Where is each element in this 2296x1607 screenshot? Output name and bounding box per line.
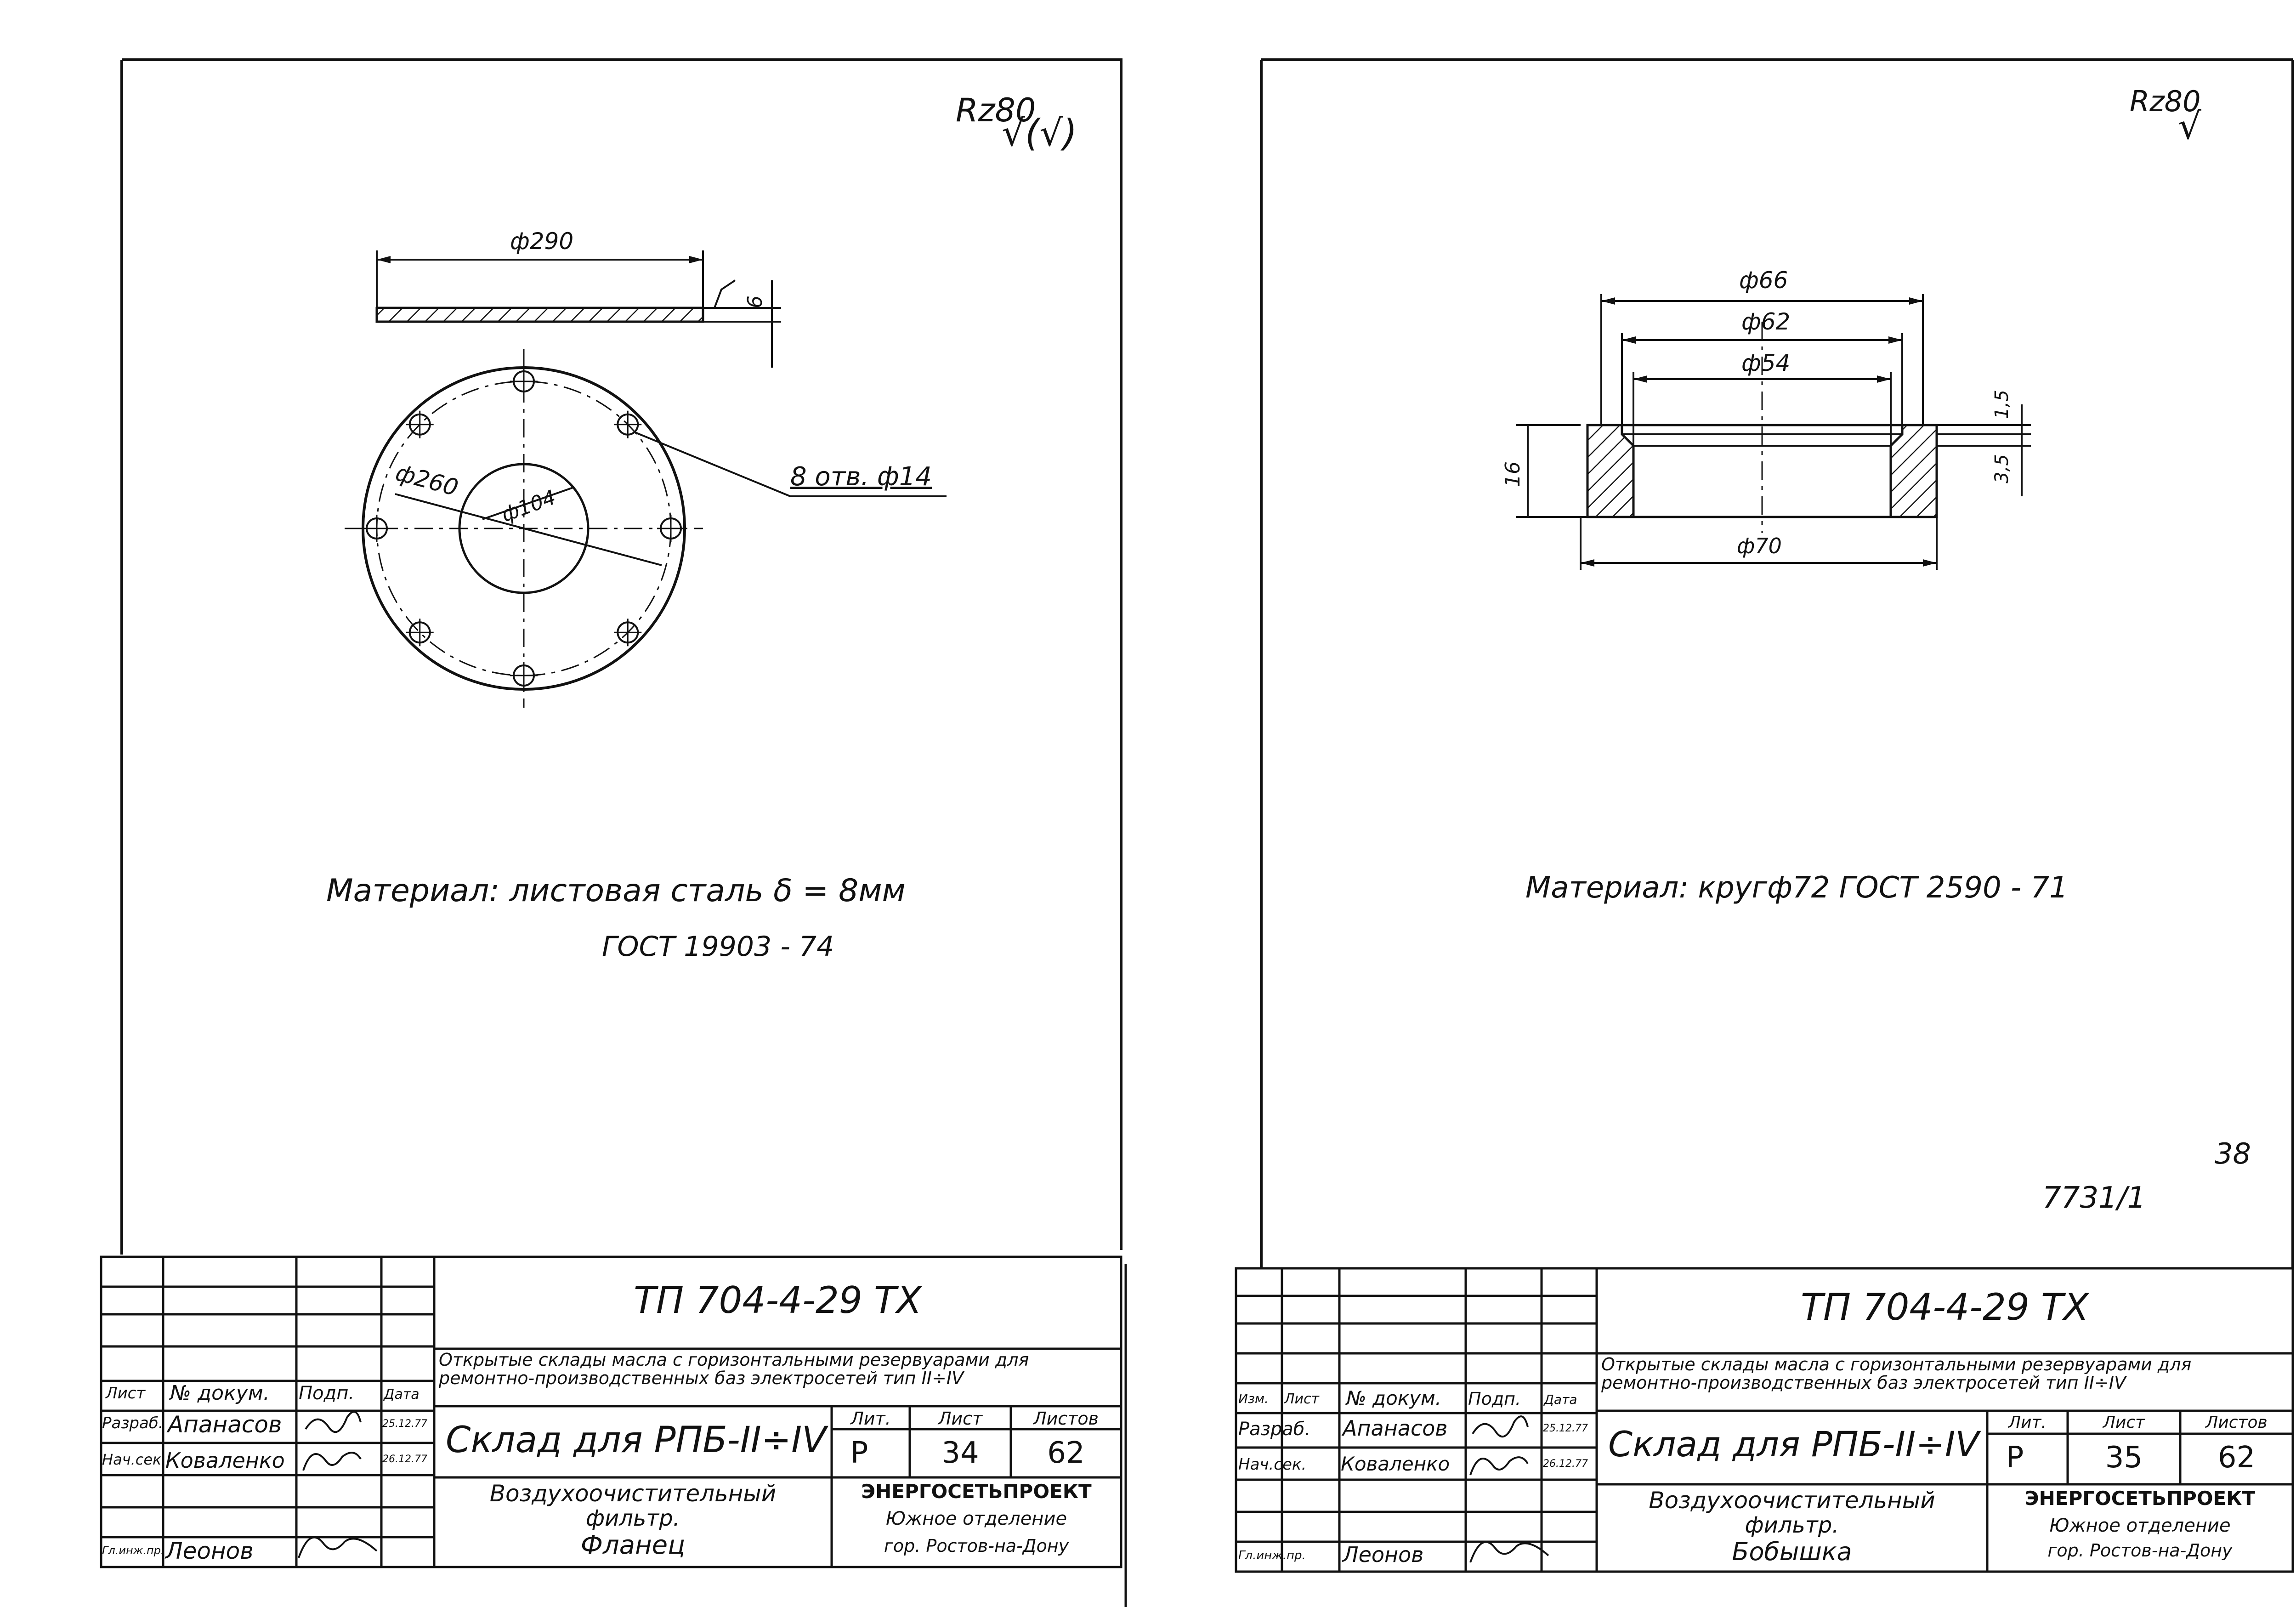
dim-height-16: 16 [1501, 461, 1525, 487]
hdr-sign: Подп. [299, 1383, 355, 1404]
lists-value: 62 [2217, 1441, 2256, 1475]
roughness-label: Rz80 [956, 91, 1036, 129]
role-chief-engineer: Гл.инж.пр. [1238, 1549, 1306, 1562]
lists-label: Листов [1033, 1408, 1099, 1429]
roughness-mark: √(√) [1002, 112, 1077, 154]
document-code: ТП 704-4-29 ТХ [634, 1279, 922, 1322]
dim-thickness: 6 [743, 295, 767, 308]
list-label: Лист [938, 1408, 983, 1429]
drawing-sheet-flange: Rz80 √(√) ф290 6 ф260 ф104 8 отв. ф14 Ма… [100, 58, 1127, 1607]
org-name: ЭНЕРГОСЕТЬПРОЕКТ [2024, 1487, 2256, 1510]
name-section-head: Коваленко [165, 1448, 285, 1473]
hdr-doc: № докум. [170, 1381, 270, 1405]
part-name-line-1: Воздухоочистительный [489, 1480, 777, 1507]
project-title: Открытые склады масла с горизонтальными … [439, 1350, 1029, 1388]
date-section-head: 26.12.77 [382, 1454, 427, 1465]
list-value: 34 [941, 1436, 979, 1470]
role-section-head: Нач.сек. [1238, 1455, 1307, 1474]
flange-drawing [100, 58, 1127, 1607]
hdr-date: Дата [1544, 1392, 1577, 1407]
signature-kovalenko [302, 1452, 362, 1471]
part-name-line-3: Бобышка [1732, 1537, 1852, 1566]
dim-diameter-62: ф62 [1741, 308, 1791, 335]
dim-diameter-70: ф70 [1737, 534, 1782, 558]
signature-apanasov [1472, 1415, 1529, 1438]
date-section-head: 26.12.77 [1543, 1458, 1588, 1470]
roughness-mark: √ [2178, 105, 2201, 148]
name-section-head: Коваленко [1341, 1453, 1450, 1475]
role-section-head: Нач.сек. [102, 1451, 166, 1468]
name-developer: Апанасов [168, 1411, 282, 1438]
dim-diameter-66: ф66 [1739, 267, 1788, 294]
signature-leonov [1469, 1541, 1549, 1563]
hdr-date: Дата [384, 1386, 420, 1403]
roughness-label: Rz80 [2130, 85, 2201, 118]
dim-outer-diameter: ф290 [510, 228, 574, 255]
material-note: Материал: кругф72 ГОСТ 2590 - 71 [1525, 871, 2068, 905]
date-developer: 25.12.77 [1543, 1423, 1588, 1434]
org-city: гор. Ростов-на-Дону [2047, 1540, 2233, 1561]
role-developer: Разраб. [1238, 1419, 1311, 1440]
document-code: ТП 704-4-29 ТХ [1801, 1286, 2089, 1329]
lists-value: 62 [1047, 1436, 1085, 1470]
lit-value: Р [2006, 1441, 2024, 1475]
signature-leonov [298, 1536, 378, 1558]
holes-note: 8 отв. ф14 [790, 462, 932, 492]
list-label: Лист [2103, 1413, 2145, 1432]
object-name: Склад для РПБ-II÷IV [446, 1420, 827, 1461]
page-number: 38 [2215, 1137, 2251, 1170]
org-city: гор. Ростов-на-Дону [884, 1536, 1069, 1556]
org-branch: Южное отделение [885, 1508, 1067, 1529]
signature-kovalenko [1469, 1456, 1529, 1476]
date-developer: 25.12.77 [382, 1418, 427, 1430]
lit-label: Лит. [2008, 1413, 2047, 1432]
object-name: Склад для РПБ-II÷IV [1608, 1424, 1979, 1465]
name-chief-engineer: Леонов [1343, 1542, 1424, 1567]
inventory-number: 7731/1 [2042, 1181, 2146, 1215]
material-line-1: Материал: листовая сталь δ = 8мм [326, 873, 906, 909]
lit-value: Р [850, 1436, 868, 1470]
part-name-line-2: фильтр. [586, 1505, 680, 1531]
dim-height-3-5: 3,5 [1991, 454, 2013, 483]
org-branch: Южное отделение [2049, 1515, 2231, 1536]
name-developer: Апанасов [1343, 1416, 1448, 1441]
hdr-sheet: Лист [1284, 1391, 1320, 1407]
role-chief-engineer: Гл.инж.пр. [102, 1544, 164, 1557]
name-chief-engineer: Леонов [165, 1538, 254, 1564]
lists-label: Листов [2205, 1413, 2268, 1432]
role-developer: Разраб. [102, 1414, 164, 1432]
signature-apanasov [305, 1411, 362, 1433]
hdr-change: Изм. [1238, 1391, 1269, 1406]
project-title: Открытые склады масла с горизонтальными … [1601, 1354, 2192, 1393]
drawing-sheet-boss: Rz80 √ ф66 ф62 ф54 ф70 16 1,5 3,5 Матери… [1149, 0, 2296, 1607]
list-value: 35 [2105, 1441, 2143, 1475]
part-name-line-1: Воздухоочистительный [1649, 1487, 1935, 1514]
hdr-doc: № докум. [1346, 1387, 1442, 1409]
org-name: ЭНЕРГОСЕТЬПРОЕКТ [861, 1480, 1092, 1503]
boss-drawing [1235, 58, 2294, 1573]
material-line-2: ГОСТ 19903 - 74 [602, 931, 834, 963]
part-name-line-3: Фланец [580, 1530, 686, 1560]
dim-diameter-54: ф54 [1741, 350, 1791, 376]
lit-label: Лит. [850, 1408, 891, 1429]
dim-height-1-5: 1,5 [1991, 390, 2013, 419]
part-name-line-2: фильтр. [1745, 1512, 1839, 1538]
hdr-sign: Подп. [1468, 1389, 1521, 1409]
hdr-sheet: Лист [106, 1384, 146, 1403]
